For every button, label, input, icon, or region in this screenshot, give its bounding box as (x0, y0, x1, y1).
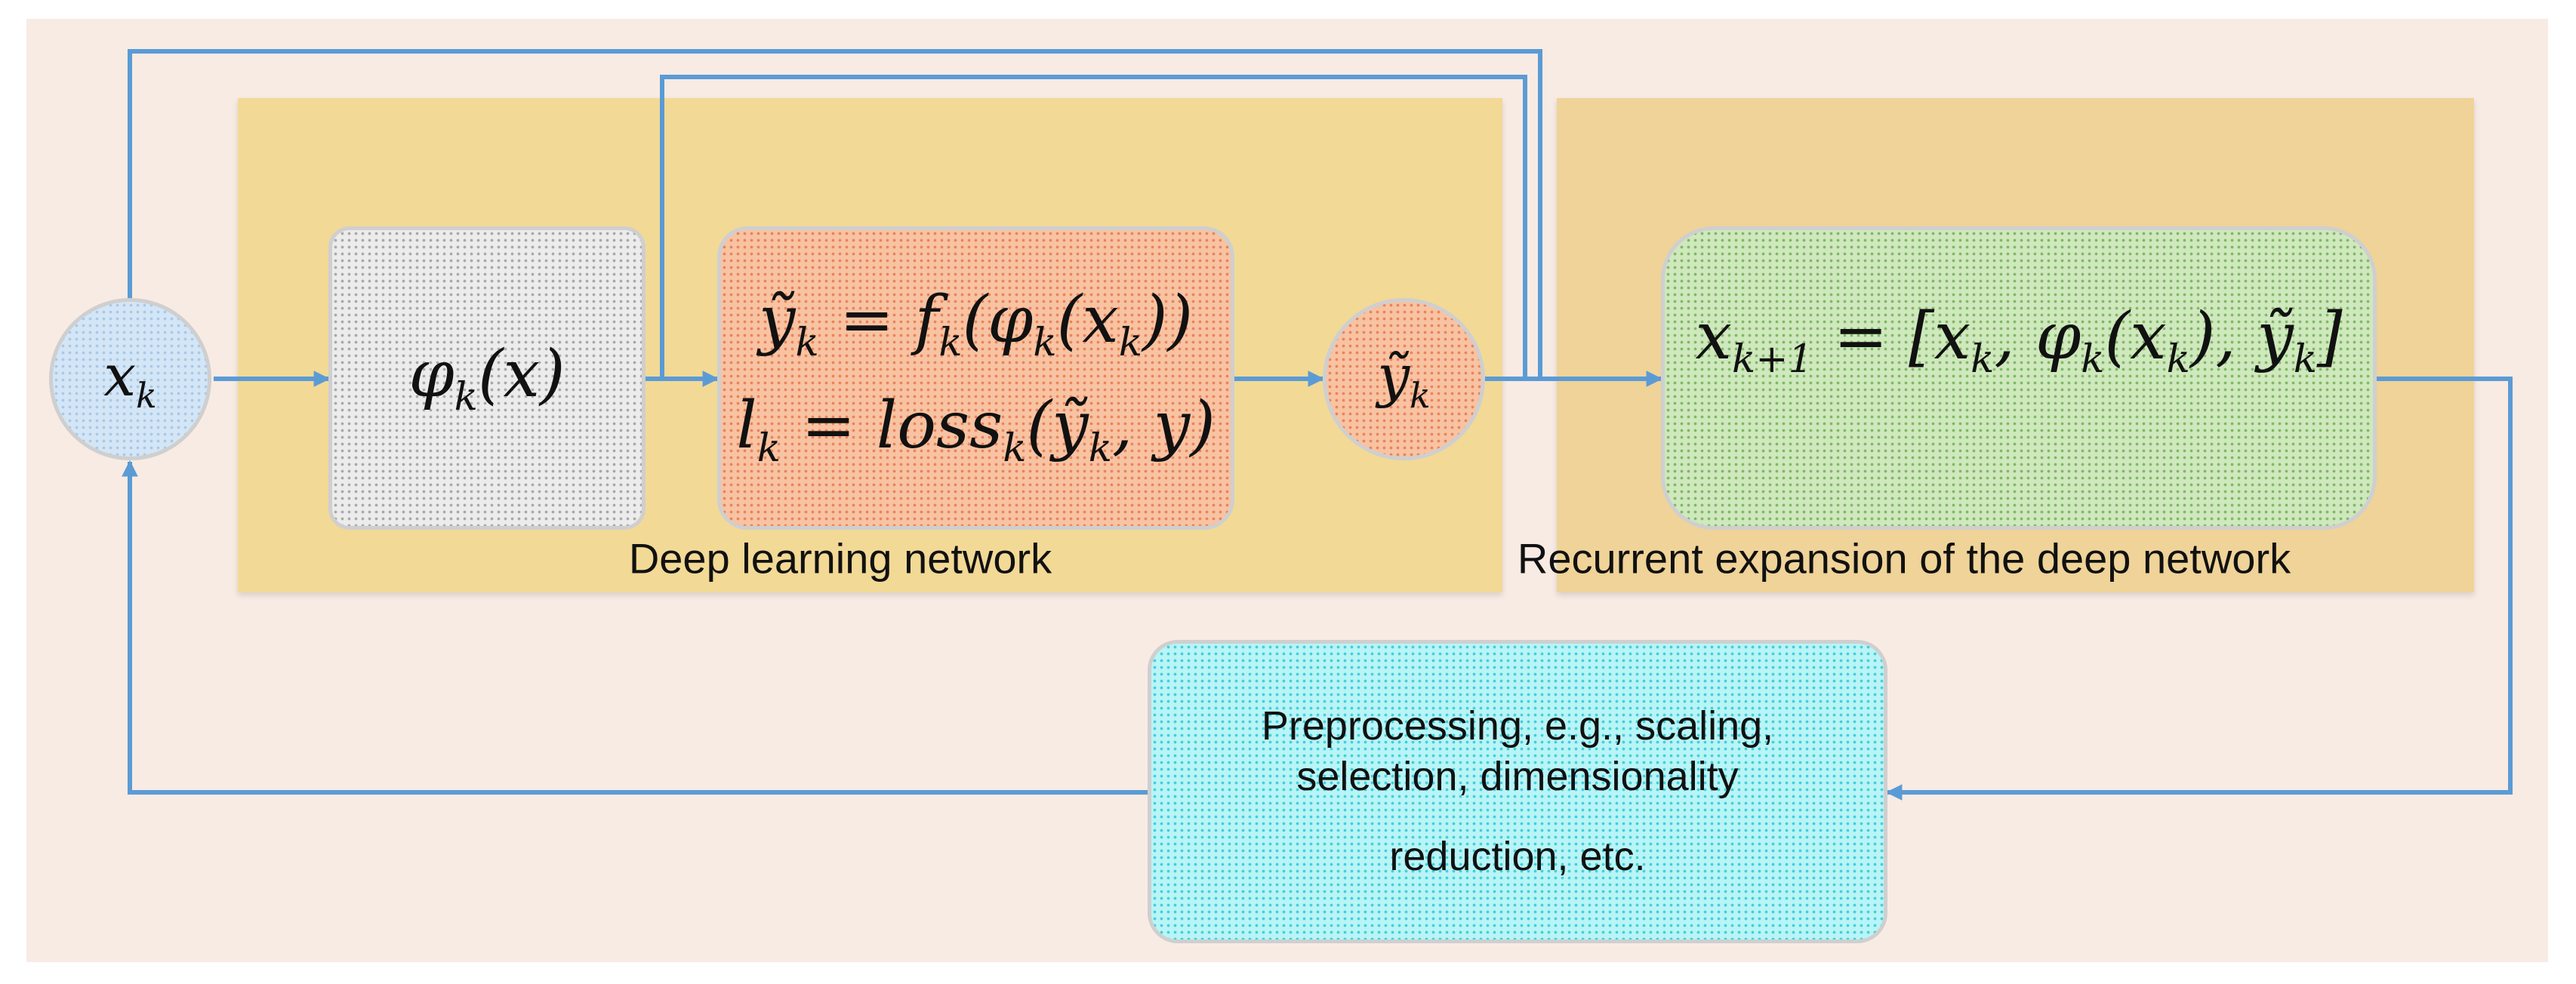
preprocessing-line-3: reduction, etc. (1389, 833, 1646, 879)
expansion-equation: xk+1 = [xk, φk(xk), ỹk] (1695, 298, 2343, 383)
preprocessing-line-2: selection, dimensionality (1296, 754, 1739, 800)
output-yk-node: ỹk (1323, 298, 1485, 460)
loss-equation: lk = lossk(ỹk, y) (736, 388, 1216, 472)
prediction-equation: ỹk = fk(φk(xk)) (758, 282, 1194, 366)
output-yk-label: ỹk (1377, 342, 1431, 417)
feature-map-node: φk(x) (328, 226, 646, 530)
preprocessing-line-1: Preprocessing, e.g., scaling, (1261, 703, 1774, 749)
skip-feature-map-to-expansion (660, 75, 1527, 379)
input-xk-node: xk (49, 298, 211, 460)
input-xk-label: xk (103, 342, 157, 417)
feature-map-label: φk(x) (408, 336, 565, 420)
prediction-loss-node: ỹk = fk(φk(xk)) lk = lossk(ỹk, y) (717, 226, 1234, 530)
expansion-node: xk+1 = [xk, φk(xk), ỹk] (1661, 226, 2377, 530)
skip-input-to-expansion (128, 49, 1542, 379)
feedback-expansion-to-preprocessing (1885, 377, 2513, 801)
deep-learning-network-label: Deep learning network (628, 534, 1052, 583)
preprocessing-node: Preprocessing, e.g., scaling, selection,… (1148, 640, 1887, 943)
feedback-preprocessing-to-input (122, 460, 1148, 795)
recurrent-expansion-label: Recurrent expansion of the deep network (1517, 534, 2291, 583)
